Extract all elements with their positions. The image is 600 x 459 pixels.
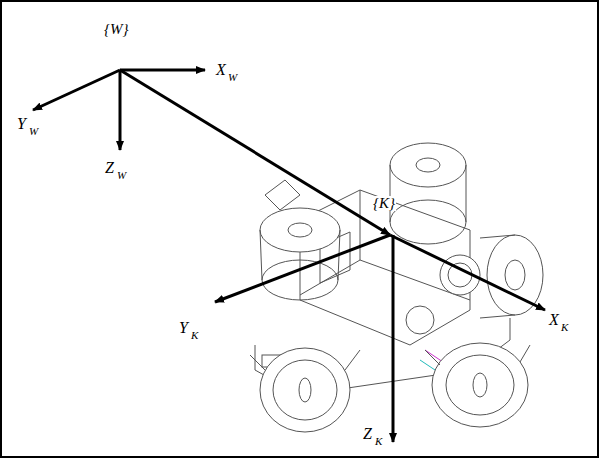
axis-subscript: K (560, 322, 569, 333)
axis-subscript: W (227, 72, 238, 83)
frame-name: {W} (103, 22, 130, 37)
axis-subscript: K (374, 436, 383, 447)
frame-name: {K} (372, 196, 396, 211)
axis-letter: Z (104, 160, 115, 176)
axis-letter: Z (362, 426, 373, 442)
axis-subscript: W (116, 170, 127, 181)
axis-subscript: W (28, 126, 39, 137)
axis-subscript: K (190, 330, 199, 341)
axis-letter: X (548, 312, 560, 328)
axis-letter: X (215, 62, 227, 78)
axis-letter: Y (178, 320, 189, 336)
axis-letter: Y (16, 116, 27, 132)
